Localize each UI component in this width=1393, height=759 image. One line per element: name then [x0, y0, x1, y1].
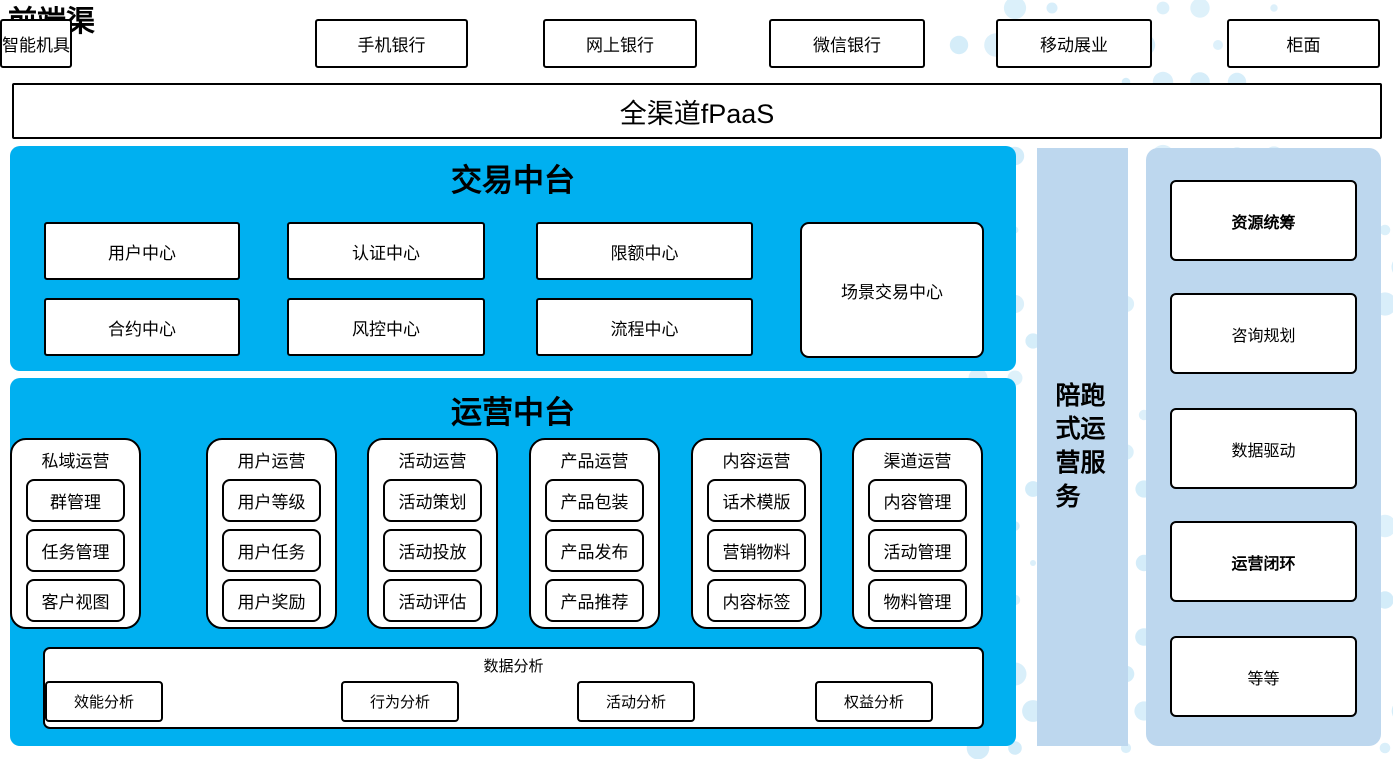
- ops-item: 活动管理: [868, 529, 967, 572]
- ops-item: 营销物料: [707, 529, 806, 572]
- ops-group-user: 用户运营 用户等级 用户任务 用户奖励: [206, 438, 337, 629]
- ops-item: 客户视图: [26, 579, 125, 622]
- companion-service-bar: 陪跑式运营服务: [1037, 148, 1128, 746]
- ops-item: 物料管理: [868, 579, 967, 622]
- ops-group-content: 内容运营 话术模版 营销物料 内容标签: [691, 438, 822, 629]
- trade-platform-title: 交易中台: [451, 163, 575, 199]
- service-box-etc: 等等: [1170, 636, 1357, 717]
- ops-item: 用户等级: [222, 479, 321, 522]
- ops-item: 群管理: [26, 479, 125, 522]
- channel-box-wechat-banking: 微信银行: [769, 19, 925, 68]
- ops-item: 活动策划: [383, 479, 482, 522]
- ops-item: 产品发布: [545, 529, 644, 572]
- service-box-ops-loop: 运营闭环: [1170, 521, 1357, 602]
- trade-box-scenario-trade-center: 场景交易中心: [800, 222, 984, 358]
- ops-group-title: 私域运营: [41, 452, 110, 471]
- ops-item: 话术模版: [707, 479, 806, 522]
- ops-group-activity: 活动运营 活动策划 活动投放 活动评估: [367, 438, 498, 629]
- ops-group-title: 用户运营: [237, 452, 306, 471]
- operations-platform-panel: 运营中台 用户运营 用户等级 用户任务 用户奖励 活动运营 活动策划 活动投放 …: [10, 378, 1016, 746]
- channel-box-smart-devices: 智能机具: [0, 19, 72, 68]
- companion-service-label: 陪跑式运营服务: [1055, 381, 1106, 511]
- service-box-data-driven: 数据驱动: [1170, 408, 1357, 489]
- ops-item: 任务管理: [26, 529, 125, 572]
- ops-group-title: 产品运营: [560, 452, 629, 471]
- trade-box-risk-center: 风控中心: [287, 298, 485, 356]
- channel-box-mobile-banking: 手机银行: [315, 19, 468, 68]
- channel-box-counter: 柜面: [1227, 19, 1380, 68]
- trade-platform-panel: 交易中台 用户中心 认证中心 限额中心 合约中心 风控中心 流程中心 场景交易中…: [10, 146, 1016, 371]
- service-box-consulting: 咨询规划: [1170, 293, 1357, 374]
- analysis-box-efficiency: 效能分析: [45, 681, 163, 722]
- ops-item: 产品推荐: [545, 579, 644, 622]
- ops-group-title: 内容运营: [722, 452, 791, 471]
- data-analysis-title: 数据分析: [483, 658, 544, 675]
- ops-item: 产品包装: [545, 479, 644, 522]
- channel-box-online-banking: 网上银行: [543, 19, 697, 68]
- ops-item: 内容管理: [868, 479, 967, 522]
- trade-box-auth-center: 认证中心: [287, 222, 485, 280]
- analysis-box-rights: 权益分析: [815, 681, 933, 722]
- trade-box-limit-center: 限额中心: [536, 222, 753, 280]
- ops-item: 内容标签: [707, 579, 806, 622]
- ops-item: 活动投放: [383, 529, 482, 572]
- trade-box-user-center: 用户中心: [44, 222, 240, 280]
- ops-item: 用户任务: [222, 529, 321, 572]
- data-analysis-strip: 数据分析 行为分析 活动分析 权益分析 效能分析: [43, 647, 984, 729]
- ops-group-product: 产品运营 产品包装 产品发布 产品推荐: [529, 438, 660, 629]
- fpaas-bar: 全渠道fPaaS: [12, 83, 1382, 139]
- trade-box-contract-center: 合约中心: [44, 298, 240, 356]
- ops-group-private-domain: 私域运营 群管理 任务管理 客户视图: [10, 438, 141, 629]
- analysis-box-activity: 活动分析: [577, 681, 695, 722]
- ops-item: 用户奖励: [222, 579, 321, 622]
- operations-platform-title: 运营中台: [451, 395, 575, 431]
- ops-group-channel: 渠道运营 内容管理 活动管理 物料管理: [852, 438, 983, 629]
- analysis-box-behavior: 行为分析: [341, 681, 459, 722]
- ops-item: 活动评估: [383, 579, 482, 622]
- trade-box-process-center: 流程中心: [536, 298, 753, 356]
- ops-group-title: 渠道运营: [883, 452, 952, 471]
- ops-group-title: 活动运营: [398, 452, 467, 471]
- service-panel: 资源统筹 咨询规划 数据驱动 运营闭环 等等: [1146, 148, 1381, 746]
- service-box-resource-planning: 资源统筹: [1170, 180, 1357, 261]
- channel-box-mobile-outreach: 移动展业: [996, 19, 1152, 68]
